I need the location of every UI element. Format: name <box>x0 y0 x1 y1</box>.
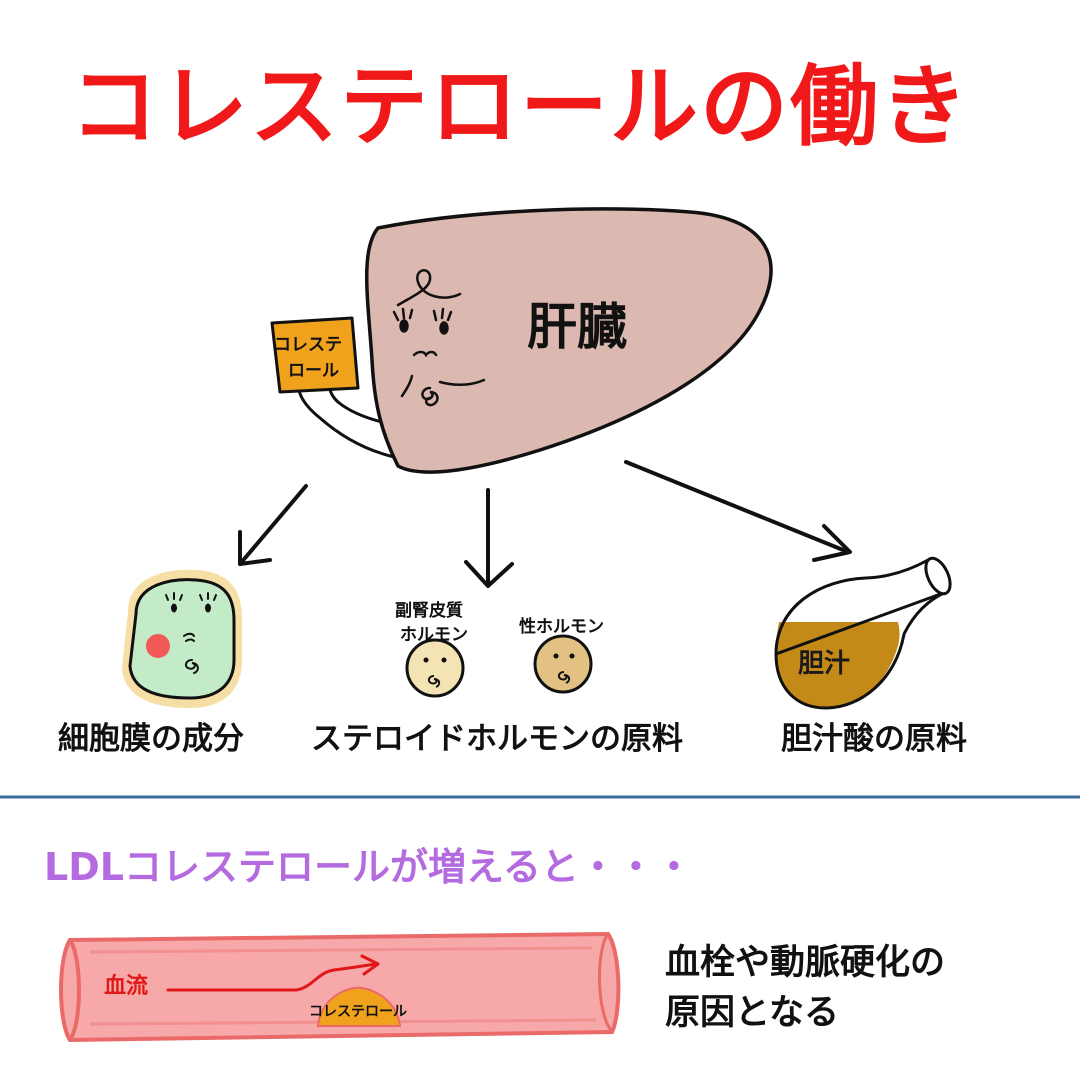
liver-label: 肝臓 <box>527 298 627 356</box>
caption-steroid-hormone: ステロイドホルモンの原料 <box>311 721 683 757</box>
card-text-line2: ロール <box>288 361 339 381</box>
ldl-section-title: LDLコレステロールが増えると・・・ <box>44 845 693 889</box>
cholesterol-plaque <box>316 986 402 1027</box>
effect-text-line1: 血栓や動脈硬化の <box>665 943 946 983</box>
cell-character <box>122 569 242 708</box>
bile-flask <box>774 556 952 710</box>
arrow-to-membrane <box>238 484 308 566</box>
adrenal-hormone-label-line2: ホルモン <box>400 625 468 645</box>
caption-bile-acid: 胆汁酸の原料 <box>781 721 967 757</box>
card-text-line1: コレステ <box>274 335 342 355</box>
effect-text-line2: 原因となる <box>665 993 839 1033</box>
liver-shape <box>365 207 773 474</box>
bile-flask-label: 胆汁 <box>798 649 851 679</box>
arrows <box>238 460 852 588</box>
caption-cell-membrane: 細胞膜の成分 <box>58 721 244 757</box>
adrenal-hormone-label-line1: 副腎皮質 <box>395 601 463 621</box>
sex-hormone-face <box>533 634 593 694</box>
page-title: コレステロールの働き <box>69 55 970 158</box>
arrow-to-bile <box>624 460 850 554</box>
adrenal-hormone-face <box>405 638 465 698</box>
liver-face <box>392 269 486 407</box>
sex-hormone-label: 性ホルモン <box>519 617 604 637</box>
cholesterol-card <box>270 316 360 394</box>
plaque-label: コレステロール <box>309 1004 407 1020</box>
blood-flow-arrow <box>166 954 380 992</box>
blood-flow-label: 血流 <box>104 974 149 999</box>
